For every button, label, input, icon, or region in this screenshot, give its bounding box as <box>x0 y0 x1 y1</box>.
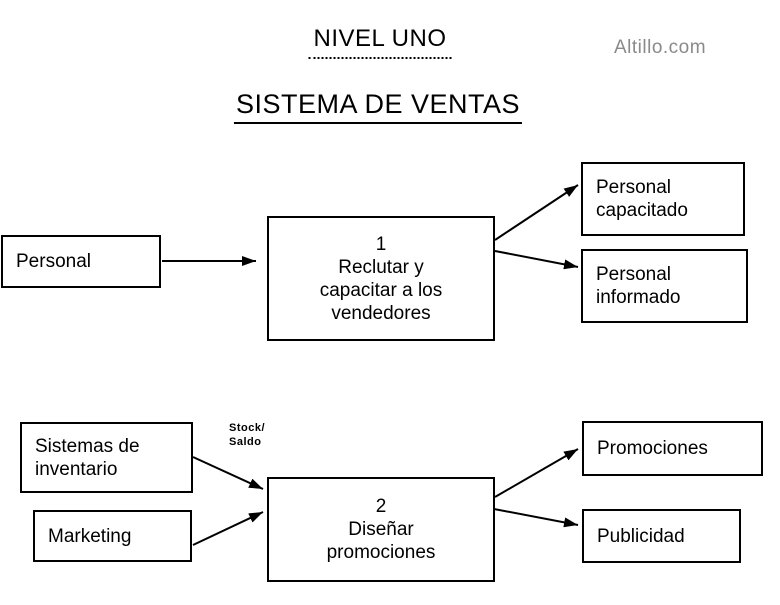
node-sistemas-inventario: Sistemas de inventario <box>20 422 193 493</box>
arrow-marketing-to-process2 <box>192 511 264 546</box>
node-personal-capacitado: Personal capacitado <box>581 162 745 236</box>
arrow-process1-to-informado <box>494 250 579 270</box>
node-publicidad: Publicidad <box>582 509 741 563</box>
node-process2-disenar: 2 Diseñar promociones <box>267 477 495 582</box>
page-title: NIVEL UNO <box>308 25 452 59</box>
watermark-text: Altillo.com <box>614 37 707 58</box>
node-process1-reclutar: 1 Reclutar y capacitar a los vendedores <box>267 216 495 341</box>
arrow-sistemas-to-process2 <box>192 456 264 490</box>
page-subtitle: SISTEMA DE VENTAS <box>233 89 523 124</box>
arrow-process1-to-capacitado <box>494 184 579 241</box>
arrow-process2-to-promociones <box>494 448 579 498</box>
node-marketing: Marketing <box>33 510 192 562</box>
arrow-label-stock-saldo: Stock/ Saldo <box>229 422 266 448</box>
node-promociones: Promociones <box>582 421 763 476</box>
node-personal-informado: Personal informado <box>581 249 748 323</box>
node-personal: Personal <box>1 235 161 288</box>
arrow-process2-to-publicidad <box>493 508 579 528</box>
